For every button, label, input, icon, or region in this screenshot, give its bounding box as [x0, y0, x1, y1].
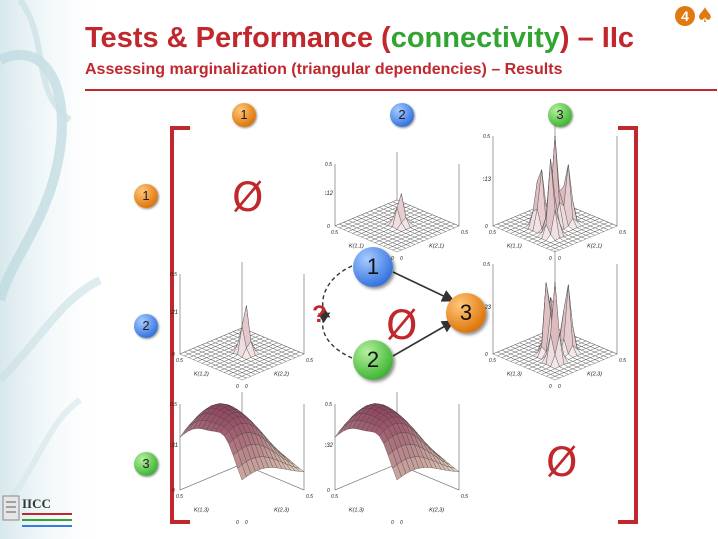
plot-zmax-c31: 0.5	[170, 402, 177, 408]
plot-surface-c12	[334, 193, 460, 253]
logo-rule-blue	[22, 525, 72, 527]
plot-xzero-c12: 0	[391, 256, 394, 262]
plot-zmax-c32: 0.5	[325, 402, 332, 408]
graph-node-1: 1	[353, 247, 393, 287]
matrix-left-bracket	[170, 126, 190, 524]
plot-xzero-c23: 0	[549, 384, 552, 390]
plot-surface-c23	[492, 282, 618, 381]
empty-set-22: Ø	[386, 303, 418, 349]
title-text-before: Tests & Performance (	[85, 22, 391, 54]
plot-zmin-c21: 0	[172, 352, 175, 358]
plot-zlabel-c32: c32	[325, 443, 334, 449]
plot-xmax-c32: 0.5	[331, 494, 338, 500]
plot-zmin-c13: 0	[485, 224, 488, 230]
title-text-after: ) – IIc	[559, 22, 635, 54]
plot-ylabel-c31: K(2,3)	[274, 508, 289, 514]
iicc-logo	[2, 495, 20, 521]
plot-surface-c32	[334, 403, 460, 481]
plot-yzero-c32: 0	[400, 520, 403, 526]
plot-zlabel-c23: c23	[483, 305, 492, 311]
plot-yzero-c13: 0	[558, 256, 561, 262]
plot-zlabel-c21: c21	[170, 310, 178, 316]
plot-zmin-c31: 0	[172, 488, 175, 494]
plot-surface-c13	[492, 135, 618, 253]
matrix-right-bracket	[618, 126, 638, 524]
plot-ymax-c13: 0.5	[619, 230, 626, 236]
plot-yzero-c23: 0	[558, 384, 561, 390]
plot-xlabel-c12: K(1,1)	[349, 244, 364, 250]
logo-rule-red	[22, 513, 72, 515]
plot-ylabel-c23: K(2,3)	[587, 372, 602, 378]
plot-xmax-c12: 0.5	[331, 230, 338, 236]
plot-ymax-c31: 0.5	[306, 494, 313, 500]
plot-zmax-c12: 0.5	[325, 162, 332, 168]
plot-xlabel-c21: K(1,2)	[194, 372, 209, 378]
row-header-3: 3	[134, 452, 158, 476]
plot-xzero-c21: 0	[236, 384, 239, 390]
plot-zmax-c23: 0.5	[483, 262, 490, 268]
empty-set-33: Ø	[546, 440, 578, 486]
title-highlight: connectivity	[390, 22, 560, 54]
plot-surface-c21	[179, 305, 305, 381]
graph-node-3: 3	[446, 293, 486, 333]
dependency-graph-arrows	[317, 265, 455, 359]
plot-xzero-c13: 0	[549, 256, 552, 262]
plot-zmax-c13: 0.5	[483, 134, 490, 140]
plot-xzero-c31: 0	[236, 520, 239, 526]
column-header-1: 1	[232, 103, 256, 127]
plot-zmin-c32: 0	[327, 488, 330, 494]
plot-ylabel-c13: K(2,1)	[587, 244, 602, 250]
plot-xmax-c23: 0.5	[489, 358, 496, 364]
plot-xmax-c31: 0.5	[176, 494, 183, 500]
column-header-2: 2	[390, 103, 414, 127]
column-header-3: 3	[548, 103, 572, 127]
plot-ylabel-c12: K(2,1)	[429, 244, 444, 250]
plot-xlabel-c32: K(1,3)	[349, 508, 364, 514]
plot-zlabel-c12: c12	[325, 191, 334, 197]
page-title: Tests & Performance (connectivity) – IIc	[85, 22, 634, 55]
plot-xmax-c21: 0.5	[176, 358, 183, 364]
empty-set-11: Ø	[232, 175, 264, 221]
graph-node-2: 2	[353, 340, 393, 380]
plot-ymax-c21: 0.5	[306, 358, 313, 364]
title-divider	[85, 89, 717, 91]
plot-ymax-c32: 0.5	[461, 494, 468, 500]
plot-zlabel-c13: c13	[483, 177, 492, 183]
plot-zlabel-c31: c31	[170, 443, 178, 449]
plot-surface-c31	[179, 403, 305, 481]
plot-yzero-c31: 0	[245, 520, 248, 526]
plot-xlabel-c31: K(1,3)	[194, 508, 209, 514]
plot-yzero-c21: 0	[245, 384, 248, 390]
question-mark: ?	[312, 301, 327, 328]
spade-icon: ♠	[696, 3, 714, 27]
row-header-1: 1	[134, 184, 158, 208]
plot-zmax-c21: 0.5	[170, 272, 177, 278]
slide-number-badge: 4	[675, 6, 695, 26]
plot-ylabel-c21: K(2,2)	[274, 372, 289, 378]
plot-xmax-c13: 0.5	[489, 230, 496, 236]
plot-xlabel-c23: K(1,3)	[507, 372, 522, 378]
plot-zmin-c12: 0	[327, 224, 330, 230]
plot-yzero-c12: 0	[400, 256, 403, 262]
plot-zmin-c23: 0	[485, 352, 488, 358]
logo-text: IICC	[22, 496, 51, 511]
plot-ymax-c23: 0.5	[619, 358, 626, 364]
plot-ylabel-c32: K(2,3)	[429, 508, 444, 514]
row-header-2: 2	[134, 314, 158, 338]
logo-rule-green	[22, 519, 72, 521]
plot-ymax-c12: 0.5	[461, 230, 468, 236]
page-subtitle: Assessing marginalization (triangular de…	[85, 61, 563, 78]
plot-xzero-c32: 0	[391, 520, 394, 526]
plot-xlabel-c13: K(1,1)	[507, 244, 522, 250]
